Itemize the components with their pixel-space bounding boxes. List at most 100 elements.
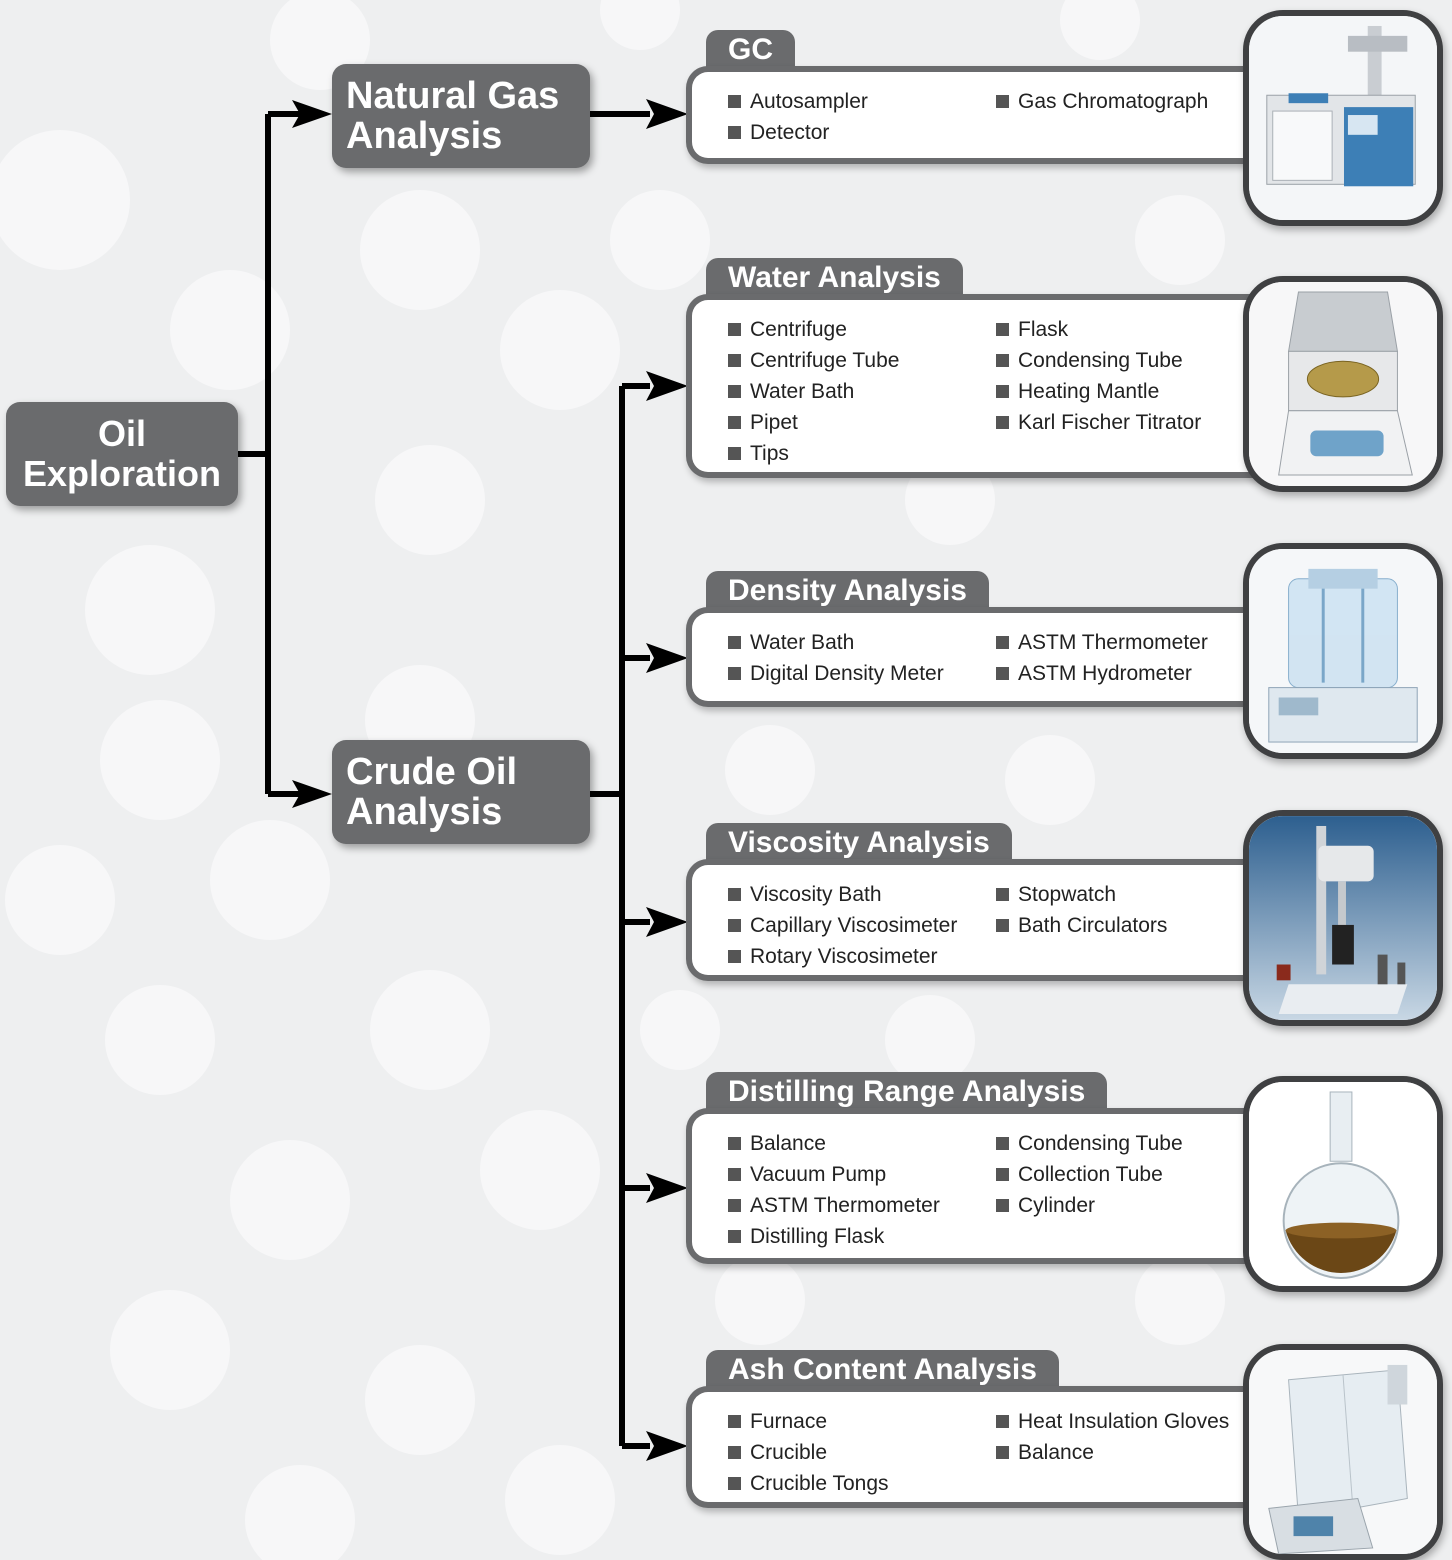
node-crude-oil-analysis: Crude Oil Analysis xyxy=(332,740,590,844)
bullet-icon xyxy=(728,416,741,429)
list-item: Viscosity Bath xyxy=(728,879,957,910)
bullet-icon xyxy=(996,416,1009,429)
list-item: Distilling Flask xyxy=(728,1221,940,1252)
list-item: Cylinder xyxy=(996,1190,1183,1221)
node-label-line1: Natural Gas xyxy=(346,75,560,117)
distilling-flask-image xyxy=(1243,1076,1443,1292)
list-item: Gas Chromatograph xyxy=(996,86,1208,117)
bullet-icon xyxy=(996,1199,1009,1212)
bullet-icon xyxy=(728,126,741,139)
item-column-left: Water Bath Digital Density Meter xyxy=(728,627,944,689)
bullet-icon xyxy=(728,95,741,108)
panel-title: Water Analysis xyxy=(706,258,963,298)
centrifuge-image xyxy=(1243,276,1443,492)
bullet-icon xyxy=(728,667,741,680)
gas-chromatograph-image xyxy=(1243,10,1443,226)
panel-box: Autosampler Detector Gas Chromatograph xyxy=(686,66,1306,164)
bullet-icon xyxy=(996,667,1009,680)
arrowhead-viscosity xyxy=(646,907,688,937)
bullet-icon xyxy=(996,323,1009,336)
list-item: Water Bath xyxy=(728,627,944,658)
list-item: Detector xyxy=(728,117,868,148)
list-item: Autosampler xyxy=(728,86,868,117)
bullet-icon xyxy=(728,1446,741,1459)
list-item: Heat Insulation Gloves xyxy=(996,1406,1229,1437)
item-column-left: Balance Vacuum Pump ASTM Thermometer Dis… xyxy=(728,1128,940,1252)
list-item: Rotary Viscosimeter xyxy=(728,941,957,972)
item-column-left: Viscosity Bath Capillary Viscosimeter Ro… xyxy=(728,879,957,972)
root-label-line2: Exploration xyxy=(22,453,222,494)
panel-title: Density Analysis xyxy=(706,571,989,611)
panel-box: Balance Vacuum Pump ASTM Thermometer Dis… xyxy=(686,1108,1306,1264)
bullet-icon xyxy=(996,95,1009,108)
bullet-icon xyxy=(728,354,741,367)
list-item: Bath Circulators xyxy=(996,910,1167,941)
bullet-icon xyxy=(728,447,741,460)
item-column-right: Stopwatch Bath Circulators xyxy=(996,879,1167,941)
panel-box: Viscosity Bath Capillary Viscosimeter Ro… xyxy=(686,859,1306,981)
list-item: Balance xyxy=(728,1128,940,1159)
bullet-icon xyxy=(996,1415,1009,1428)
list-item: Digital Density Meter xyxy=(728,658,944,689)
bullet-icon xyxy=(996,1168,1009,1181)
bullet-icon xyxy=(728,1199,741,1212)
bullet-icon xyxy=(996,385,1009,398)
list-item: ASTM Thermometer xyxy=(996,627,1208,658)
list-item: Centrifuge Tube xyxy=(728,345,899,376)
bullet-icon xyxy=(996,888,1009,901)
water-bath-image xyxy=(1243,543,1443,759)
item-column-right: Gas Chromatograph xyxy=(996,86,1208,117)
item-column-right: Heat Insulation Gloves Balance xyxy=(996,1406,1229,1468)
list-item: Heating Mantle xyxy=(996,376,1201,407)
panel-title: GC xyxy=(706,30,795,70)
node-natural-gas-analysis: Natural Gas Analysis xyxy=(332,64,590,168)
list-item: Karl Fischer Titrator xyxy=(996,407,1201,438)
arrowhead-density xyxy=(646,643,688,673)
list-item: Pipet xyxy=(728,407,899,438)
arrowhead-natural-gas xyxy=(292,100,332,128)
root-node-oil-exploration: Oil Exploration xyxy=(6,402,238,506)
list-item: Water Bath xyxy=(728,376,899,407)
bullet-icon xyxy=(996,919,1009,932)
arrowhead-ash xyxy=(646,1431,688,1461)
panel-title: Viscosity Analysis xyxy=(706,823,1012,863)
panel-box: Water Bath Digital Density Meter ASTM Th… xyxy=(686,607,1306,707)
panel-box: Furnace Crucible Crucible Tongs Heat Ins… xyxy=(686,1386,1306,1508)
bullet-icon xyxy=(728,385,741,398)
list-item: Flask xyxy=(996,314,1201,345)
item-column-right: ASTM Thermometer ASTM Hydrometer xyxy=(996,627,1208,689)
bullet-icon xyxy=(996,636,1009,649)
bullet-icon xyxy=(728,888,741,901)
list-item: Crucible xyxy=(728,1437,889,1468)
panel-box: Centrifuge Centrifuge Tube Water Bath Pi… xyxy=(686,294,1306,478)
list-item: Stopwatch xyxy=(996,879,1167,910)
item-column-right: Flask Condensing Tube Heating Mantle Kar… xyxy=(996,314,1201,438)
arrowhead-water xyxy=(646,371,688,401)
bullet-icon xyxy=(728,919,741,932)
list-item: Tips xyxy=(728,438,899,469)
list-item: Crucible Tongs xyxy=(728,1468,889,1499)
list-item: ASTM Thermometer xyxy=(728,1190,940,1221)
bullet-icon xyxy=(996,354,1009,367)
list-item: Capillary Viscosimeter xyxy=(728,910,957,941)
analytical-balance-image xyxy=(1243,1344,1443,1560)
item-column-left: Autosampler Detector xyxy=(728,86,868,148)
bullet-icon xyxy=(728,1415,741,1428)
node-label-line2: Analysis xyxy=(346,791,503,833)
list-item: Condensing Tube xyxy=(996,1128,1183,1159)
list-item: ASTM Hydrometer xyxy=(996,658,1208,689)
list-item: Balance xyxy=(996,1437,1229,1468)
list-item: Furnace xyxy=(728,1406,889,1437)
arrowhead-gc xyxy=(646,99,688,129)
rotary-viscometer-image xyxy=(1243,810,1443,1026)
bullet-icon xyxy=(728,323,741,336)
bullet-icon xyxy=(996,1446,1009,1459)
list-item: Collection Tube xyxy=(996,1159,1183,1190)
bullet-icon xyxy=(728,1230,741,1243)
item-column-left: Furnace Crucible Crucible Tongs xyxy=(728,1406,889,1499)
bullet-icon xyxy=(728,950,741,963)
panel-title: Ash Content Analysis xyxy=(706,1350,1059,1390)
bullet-icon xyxy=(728,1477,741,1490)
bullet-icon xyxy=(728,636,741,649)
